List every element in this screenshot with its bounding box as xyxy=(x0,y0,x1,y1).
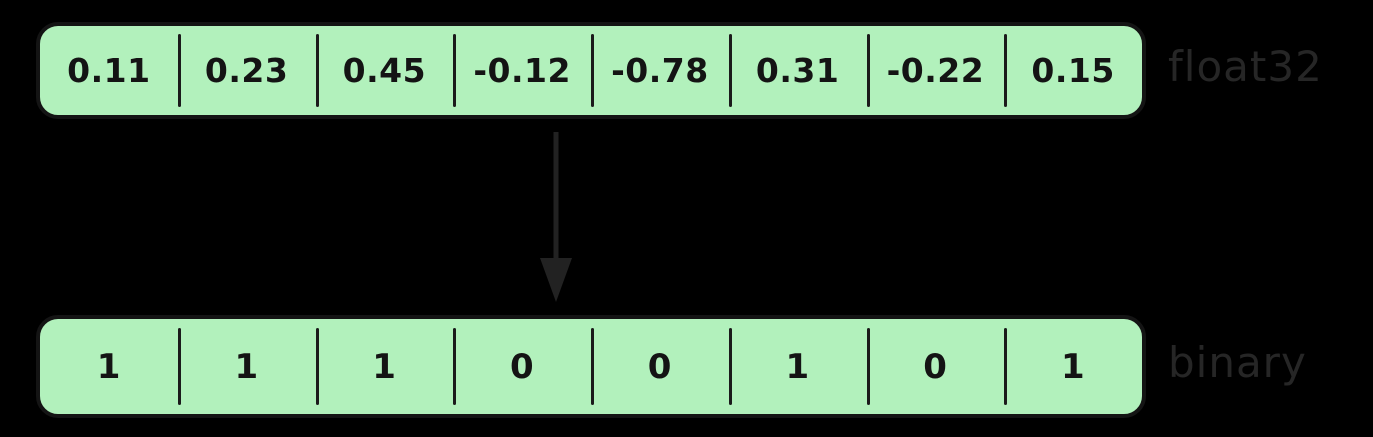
float32-cell: 0.31 xyxy=(728,26,867,115)
float32-cell: -0.78 xyxy=(591,26,729,115)
float32-cell-value: -0.12 xyxy=(473,51,571,90)
float32-cell: -0.12 xyxy=(453,26,591,115)
float32-cell: -0.22 xyxy=(866,26,1005,115)
binary-vector-bar: 1 1 1 0 0 1 0 1 xyxy=(36,315,1146,418)
binary-cell-value: 0 xyxy=(510,346,535,387)
float32-cell: 0.11 xyxy=(40,26,178,115)
float32-cell-value: -0.78 xyxy=(611,51,709,90)
binary-cell: 0 xyxy=(591,319,729,414)
binary-cell-value: 1 xyxy=(96,346,121,387)
binary-cell-value: 1 xyxy=(372,346,397,387)
arrow-down-icon xyxy=(496,130,616,310)
binary-cell-value: 1 xyxy=(785,346,810,387)
binary-cell-value: 1 xyxy=(1061,346,1086,387)
float32-cell-value: 0.45 xyxy=(342,51,427,90)
binary-cell: 1 xyxy=(1004,319,1142,414)
binary-cell: 0 xyxy=(453,319,591,414)
float32-cell-value: 0.31 xyxy=(755,51,840,90)
binary-cell: 0 xyxy=(866,319,1005,414)
binary-cell-value: 1 xyxy=(234,346,259,387)
binary-cell: 1 xyxy=(728,319,867,414)
binary-cell: 1 xyxy=(315,319,454,414)
binary-cell: 1 xyxy=(177,319,316,414)
float32-cell-value: 0.15 xyxy=(1031,51,1115,90)
float32-cell-value: 0.23 xyxy=(204,51,289,90)
float32-cell-value: -0.22 xyxy=(886,51,985,90)
binary-row-label: binary xyxy=(1168,338,1307,387)
binary-cell: 1 xyxy=(40,319,178,414)
binary-cell-value: 0 xyxy=(923,346,948,387)
float32-row-label: float32 xyxy=(1168,42,1323,91)
float32-cell: 0.15 xyxy=(1004,26,1142,115)
binary-cell-value: 0 xyxy=(647,346,672,387)
float32-cell: 0.23 xyxy=(177,26,316,115)
float32-cell-value: 0.11 xyxy=(67,51,151,90)
float32-vector-bar: 0.11 0.23 0.45 -0.12 -0.78 0.31 -0.22 0.… xyxy=(36,22,1146,119)
float32-cell: 0.45 xyxy=(315,26,454,115)
